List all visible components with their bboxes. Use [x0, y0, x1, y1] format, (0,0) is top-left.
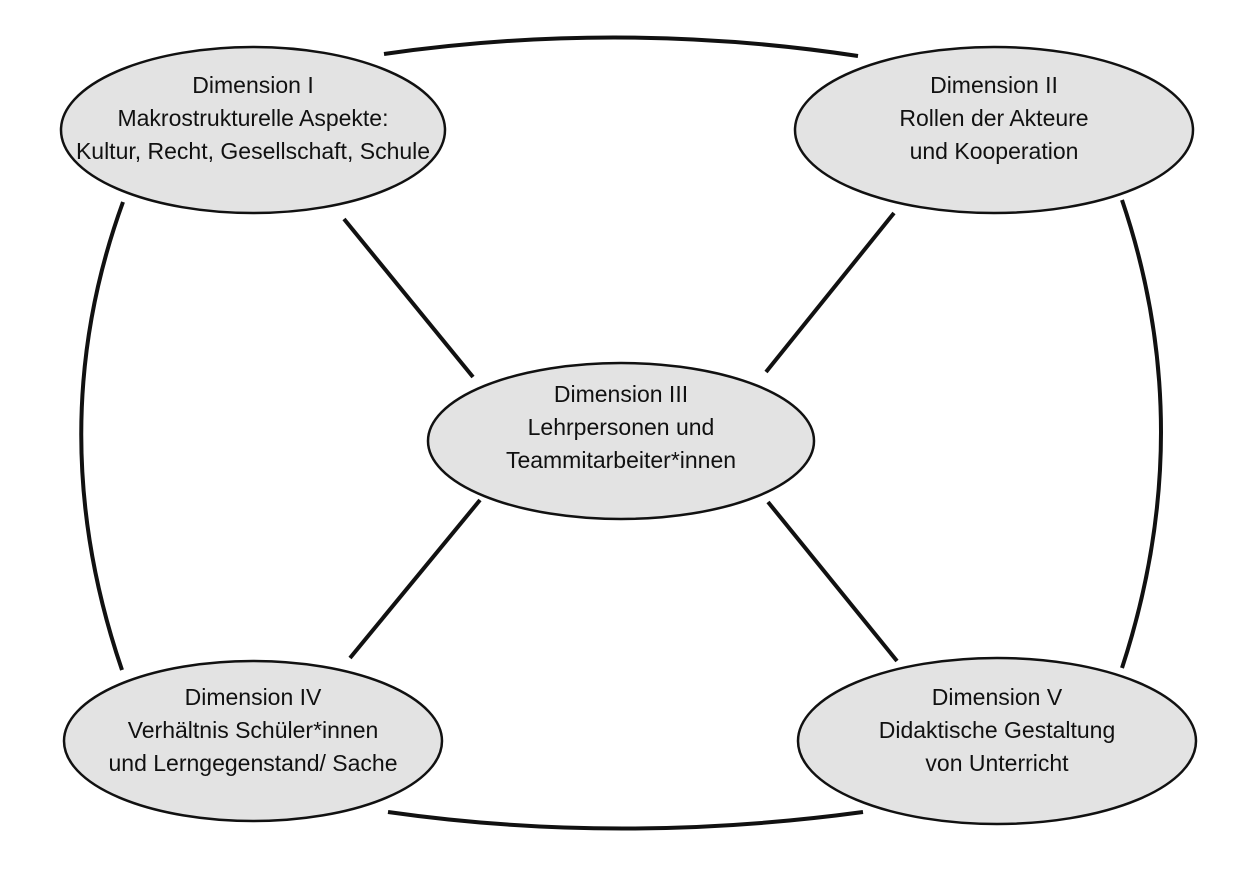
edge-dim4-dim3	[348, 498, 482, 660]
node-dimension-3-line-3: Teammitarbeiter*innen	[506, 447, 736, 473]
node-dimension-1-line-1: Dimension I	[192, 72, 313, 98]
node-dimension-4-line-2: Verhältnis Schüler*innen	[128, 717, 379, 743]
node-dimension-1-shape	[59, 45, 447, 215]
node-dimension-4: Dimension IV Verhältnis Schüler*innen un…	[62, 659, 444, 823]
node-dimension-4-line-1: Dimension IV	[185, 684, 322, 710]
node-dimension-2: Dimension II Rollen der Akteure und Koop…	[793, 45, 1195, 215]
edge-dim1-dim2	[383, 35, 859, 58]
edge-dim1-dim3	[342, 217, 475, 379]
edge-dim5-dim4	[387, 810, 864, 831]
node-dimension-5-shape	[796, 656, 1198, 826]
node-dimension-5: Dimension V Didaktische Gestaltung von U…	[796, 656, 1198, 826]
node-dimension-2-shape	[793, 45, 1195, 215]
node-dimension-3-shape	[426, 361, 816, 521]
node-dimension-5-line-1: Dimension V	[932, 684, 1063, 710]
node-dimension-3: Dimension III Lehrpersonen und Teammitar…	[426, 361, 816, 521]
node-dimension-1-line-3: Kultur, Recht, Gesellschaft, Schule	[76, 138, 430, 164]
node-dimension-3-line-2: Lehrpersonen und	[528, 414, 715, 440]
edge-dim5-dim3	[766, 500, 899, 663]
node-dimension-2-line-2: Rollen der Akteure	[899, 105, 1088, 131]
node-dimension-2-line-3: und Kooperation	[910, 138, 1079, 164]
node-dimension-1-line-2: Makrostrukturelle Aspekte:	[117, 105, 388, 131]
node-dimension-2-line-1: Dimension II	[930, 72, 1058, 98]
node-dimension-5-line-3: von Unterricht	[925, 750, 1069, 776]
edge-dim2-dim3	[764, 211, 896, 374]
node-dimension-5-line-2: Didaktische Gestaltung	[879, 717, 1116, 743]
node-dimension-4-shape	[62, 659, 444, 823]
node-dimension-1: Dimension I Makrostrukturelle Aspekte: K…	[59, 45, 447, 215]
edge-dim2-dim5	[1120, 199, 1163, 669]
node-dimension-4-line-3: und Lerngegenstand/ Sache	[108, 750, 397, 776]
node-dimension-3-line-1: Dimension III	[554, 381, 688, 407]
edge-dim4-dim1	[79, 201, 125, 671]
